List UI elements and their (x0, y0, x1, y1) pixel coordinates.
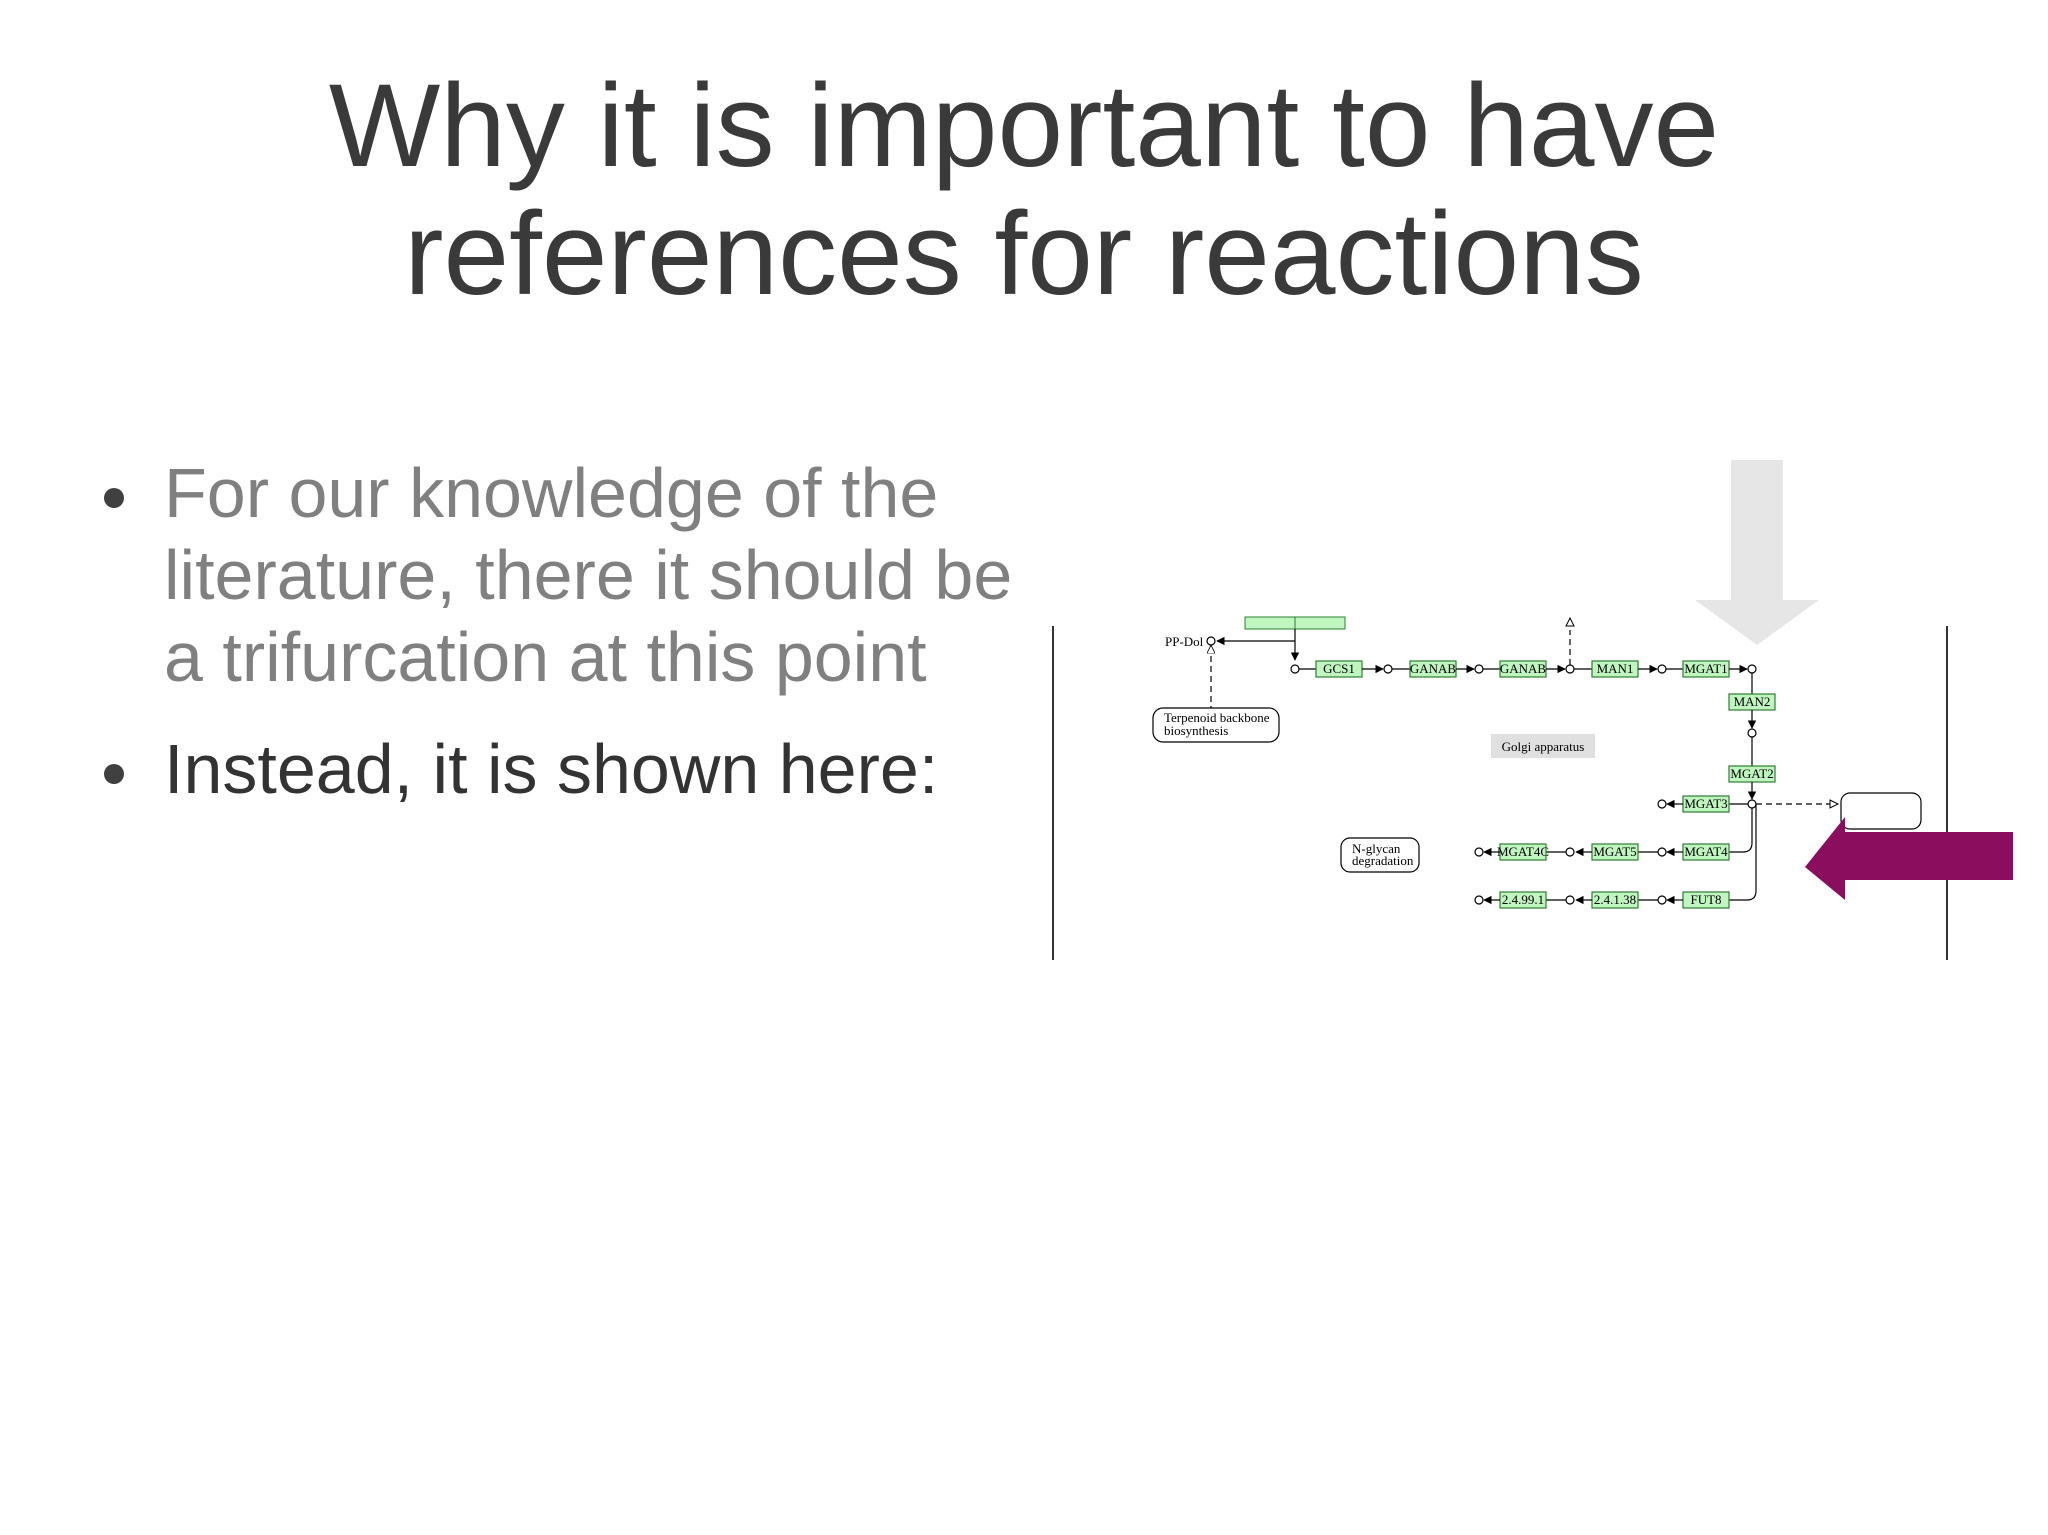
enzyme-label-mgat5: MGAT5 (1593, 844, 1636, 859)
enzyme-label-mgat2: MGAT2 (1730, 766, 1773, 781)
compound-node (1474, 895, 1484, 905)
enzyme-label-gcs1: GCS1 (1323, 661, 1355, 676)
title-line-1: Why it is important to have (328, 60, 1720, 192)
pathway-link-nglycan-line-1: N-glycan (1352, 841, 1401, 856)
bullet-list: For our knowledge of the literature, the… (96, 452, 1076, 810)
bullet-1-line-1: For our knowledge of the (164, 454, 939, 532)
slide-title: Why it is important to have references f… (0, 62, 2048, 318)
compound-node (1747, 664, 1757, 674)
pointer-arrow-down-icon (1695, 460, 1819, 645)
enzyme-label-ganab: GANAB (1410, 661, 1457, 676)
compound-node (1474, 664, 1484, 674)
compound-node (1565, 895, 1575, 905)
compartment-golgi (1491, 734, 1595, 758)
compound-node (1747, 728, 1757, 738)
enzyme-label-mgat4: MGAT4 (1684, 844, 1728, 859)
compound-node (1657, 895, 1667, 905)
bullet-dot-icon (104, 488, 124, 508)
highlight-arrow-left-icon (1805, 817, 2013, 900)
enzyme-label-2-4-1-38: 2.4.1.38 (1594, 892, 1636, 907)
bullet-1-line-2: literature, there it should be (164, 536, 1013, 614)
pathway-edge (1729, 808, 1753, 853)
truncated-enzyme-box (1244, 616, 1296, 630)
pathway-link-terpenoid-line-1: Terpenoid backbone (1164, 710, 1270, 725)
compound-node (1383, 664, 1393, 674)
bullet-item-shown-here: Instead, it is shown here: (96, 728, 1076, 810)
compound-node (1206, 636, 1216, 646)
compartment-label-golgi: Golgi apparatus (1502, 739, 1585, 754)
compound-label-pp-dol: PP-Dol (1165, 634, 1204, 649)
enzyme-label-mgat4c: MGAT4C (1497, 844, 1549, 859)
open-arrow-icon (1565, 616, 1575, 627)
compound-node (1657, 664, 1667, 674)
compound-node-branch-point (1747, 799, 1757, 809)
pathway-edge (1729, 804, 1757, 901)
truncated-enzyme-box (1294, 616, 1346, 630)
compound-node (1565, 847, 1575, 857)
bullet-dot-icon (104, 764, 124, 784)
compound-node (1290, 664, 1300, 674)
title-line-2: references for reactions (404, 188, 1644, 320)
enzyme-label-2-4-99-1: 2.4.99.1 (1502, 892, 1544, 907)
enzyme-label-fut8: FUT8 (1690, 892, 1721, 907)
bullet-item-trifurcation: For our knowledge of the literature, the… (96, 452, 1076, 698)
open-arrow-icon (1829, 799, 1840, 809)
compound-node (1474, 847, 1484, 857)
pathway-link-nglycan-degradation[interactable] (1340, 837, 1420, 873)
compound-node (1565, 664, 1575, 674)
enzyme-label-man2: MAN2 (1734, 694, 1771, 709)
pathway-link-terpenoid-line-2: biosynthesis (1164, 723, 1228, 738)
enzyme-label-mgat1: MGAT1 (1684, 661, 1727, 676)
pathway-diagram: PP-Dol Terpenoid backbone biosynthesis G… (1050, 460, 2048, 960)
pathway-diagram-svg: PP-Dol Terpenoid backbone biosynthesis G… (1052, 460, 2013, 960)
enzyme-label-ganab-2: GANAB (1500, 661, 1547, 676)
bullet-1-line-3: a trifurcation at this point (164, 618, 927, 696)
enzyme-label-mgat3: MGAT3 (1684, 796, 1727, 811)
enzyme-label-man1: MAN1 (1597, 661, 1634, 676)
bullet-2-line-1: Instead, it is shown here: (164, 730, 939, 808)
pathway-link-nglycan-line-2: degradation (1352, 853, 1414, 868)
pathway-link-truncated[interactable] (1840, 792, 1922, 830)
compound-node (1657, 799, 1667, 809)
pathway-link-terpenoid[interactable] (1152, 707, 1280, 743)
compound-node (1657, 847, 1667, 857)
